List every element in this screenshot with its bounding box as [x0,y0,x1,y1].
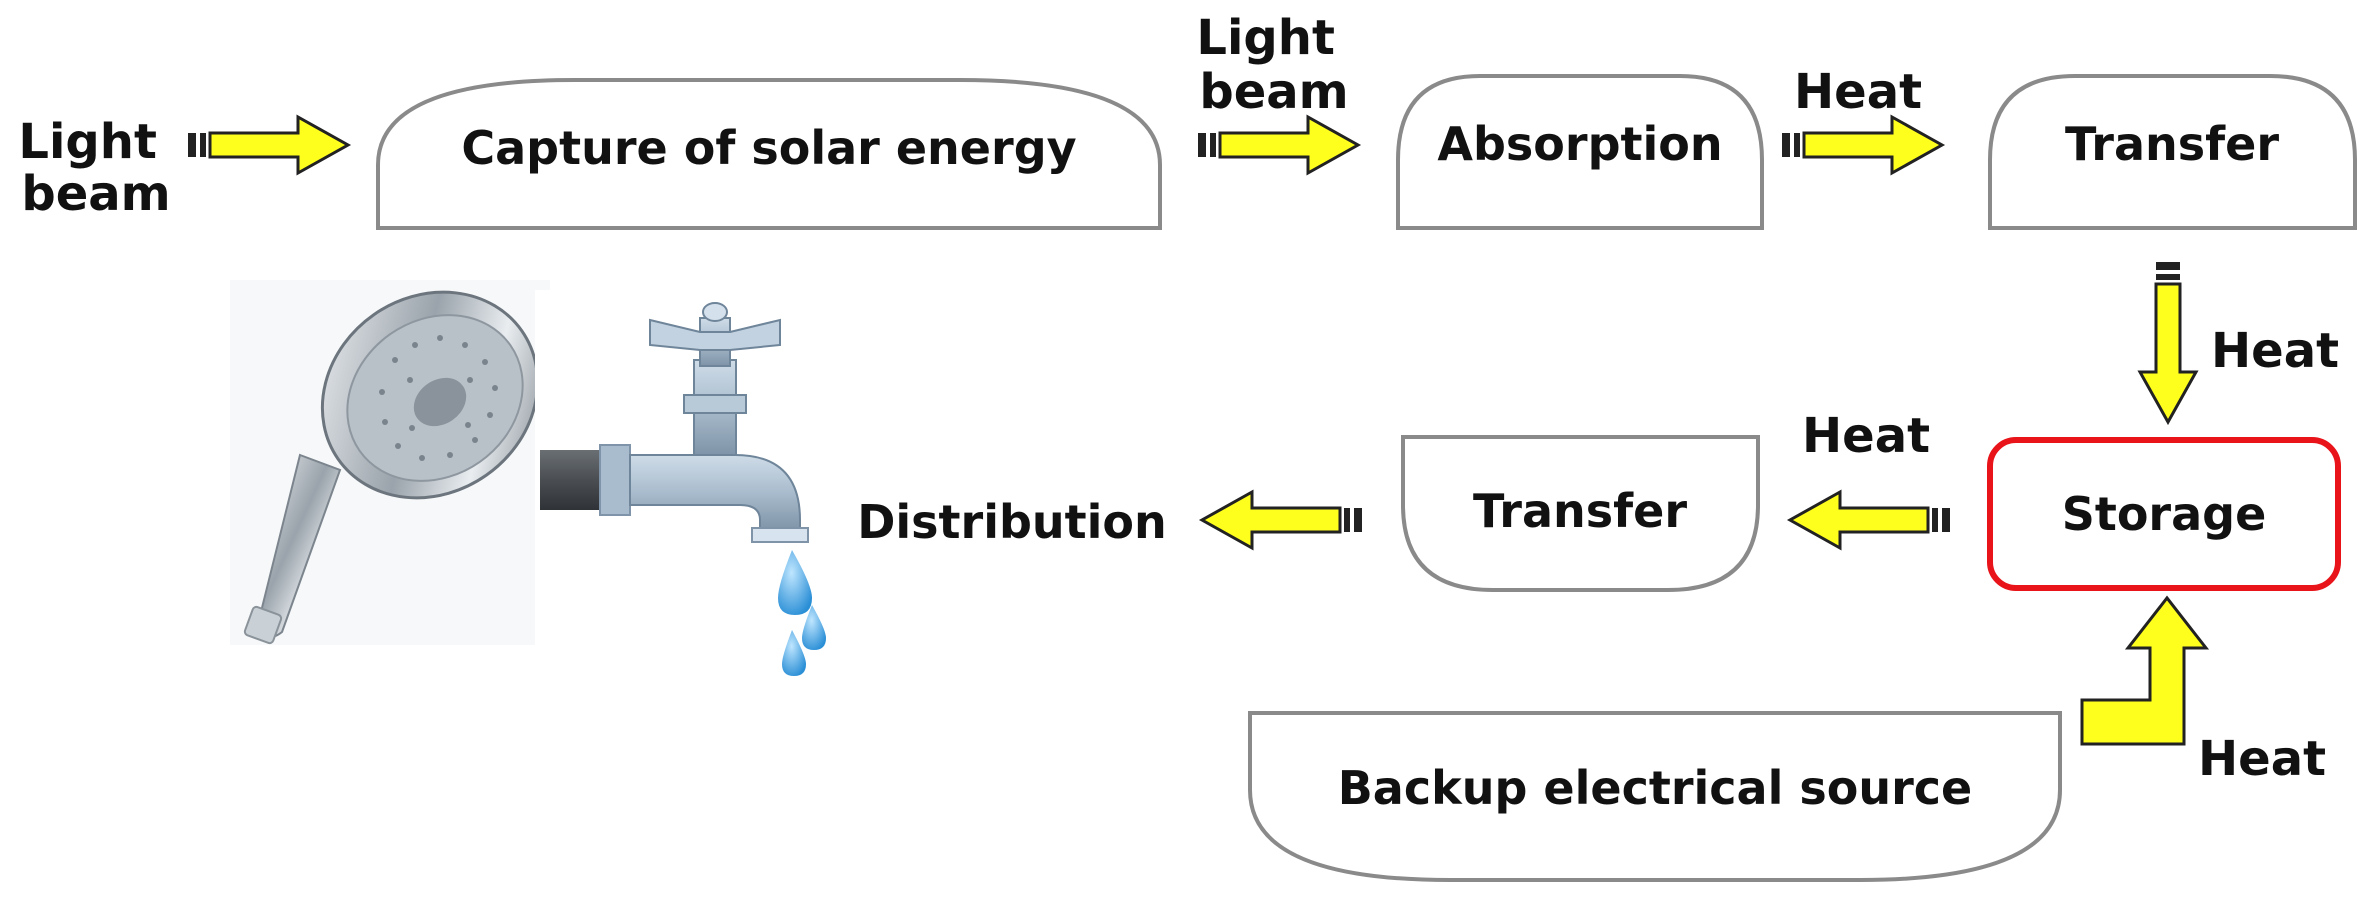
edge-label-heat-transfer-storage: Heat [2211,323,2339,379]
node-storage: Storage [1987,437,2341,591]
node-transfer-mid-label: Transfer [1473,484,1687,538]
arrow-backup-to-storage [2080,595,2210,746]
shower-head-icon [230,280,550,645]
arrow-absorption-to-transfer [1782,114,1946,176]
node-backup-label: Backup electrical source [1338,761,1973,815]
node-capture: Capture of solar energy [376,78,1162,230]
arrow-transfer-to-storage [2137,262,2199,426]
node-distribution-label: Distribution [857,495,1167,549]
node-distribution: Distribution [857,495,1167,549]
node-storage-label: Storage [2062,487,2267,541]
node-backup: Backup electrical source [1248,711,2062,882]
node-capture-label: Capture of solar energy [461,121,1076,175]
node-absorption: Absorption [1396,74,1764,230]
edge-label-heat-absorption-transfer: Heat [1794,64,1922,120]
arrow-capture-to-absorption [1198,114,1362,176]
edge-label-light-beam-in: Light beam [18,114,173,222]
node-absorption-label: Absorption [1437,117,1722,171]
arrow-transfer-to-distribution [1198,489,1362,551]
edge-label-light-beam-mid: Light beam [1196,10,1351,120]
arrow-lightbeam-to-capture [188,114,352,176]
node-transfer-top: Transfer [1988,74,2357,230]
node-transfer-top-label: Transfer [2065,117,2279,171]
arrow-storage-to-transfer [1786,489,1950,551]
water-tap-icon [535,290,826,676]
edge-label-heat-storage-transfer: Heat [1802,408,1930,464]
edge-label-heat-backup-storage: Heat [2198,731,2326,787]
node-transfer-mid: Transfer [1401,435,1760,592]
